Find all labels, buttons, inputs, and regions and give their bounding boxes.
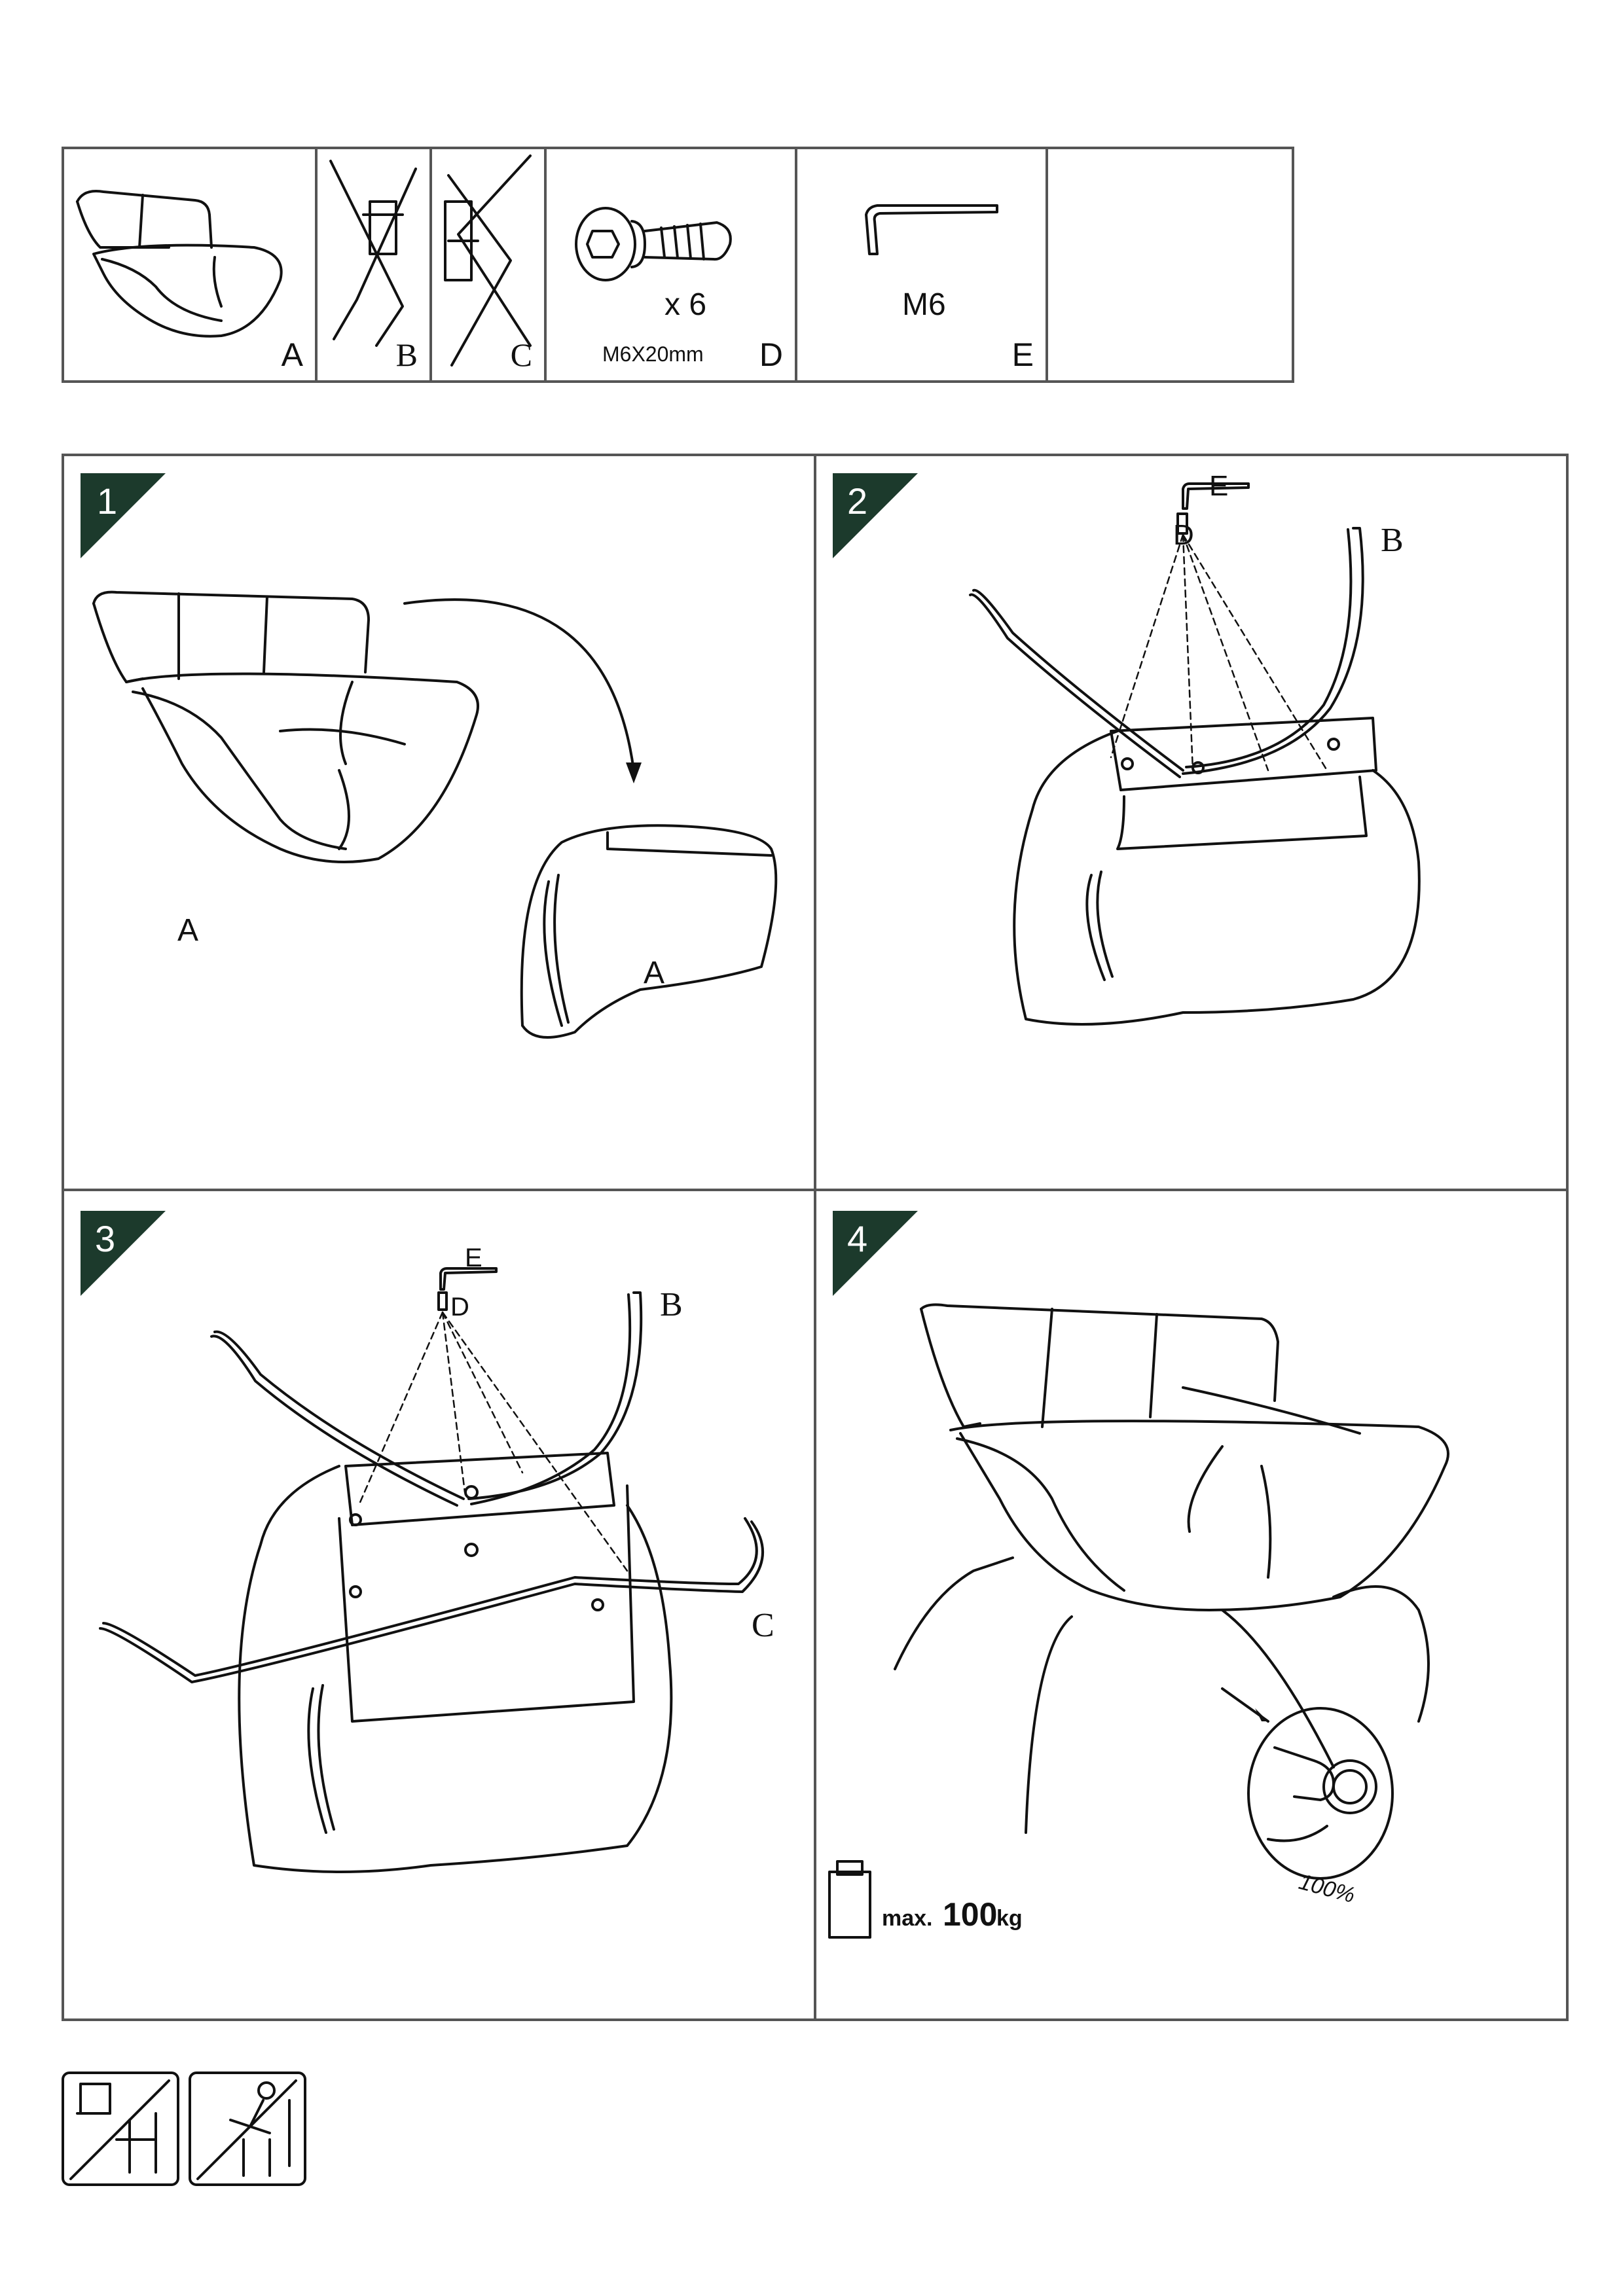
step-3-label-e: E xyxy=(465,1244,482,1272)
max-weight-value: 100 xyxy=(943,1896,997,1933)
step-1-badge xyxy=(81,473,166,558)
allen-key-icon xyxy=(865,204,998,255)
leg-frame-c-icon xyxy=(444,154,532,367)
empty-part-cell xyxy=(1048,149,1292,380)
step-1-label-a-flipped: A xyxy=(644,956,664,990)
chair-seat-icon xyxy=(76,190,283,338)
part-d-cell: x 6 M6X20mm D xyxy=(547,149,797,380)
step-3-label-d: D xyxy=(450,1293,469,1321)
max-weight-unit: kg xyxy=(996,1906,1023,1931)
step-4-number: 4 xyxy=(847,1218,868,1259)
step-1-label-a-upright: A xyxy=(177,913,198,948)
step-3-label-c: C xyxy=(752,1607,774,1644)
step-3-illustration: D E B C xyxy=(99,1244,774,1873)
step-2-label-e: E xyxy=(1209,470,1228,502)
bolt-size: M6X20mm xyxy=(602,342,704,366)
allen-key-size: M6 xyxy=(902,287,946,322)
no-standing-on-chair-icon xyxy=(62,2072,179,2186)
part-c-label: C xyxy=(510,336,532,373)
step-3-badge xyxy=(81,1211,166,1296)
part-e-cell: M6 E xyxy=(797,149,1048,380)
part-a-label: A xyxy=(281,336,303,373)
step-1-number: 1 xyxy=(97,480,118,522)
step-2-label-d: D xyxy=(1173,519,1194,551)
step-2-illustration: D E B xyxy=(969,470,1421,1026)
grid-divider-vertical xyxy=(814,454,816,2021)
grid-divider-horizontal xyxy=(62,1189,1569,1191)
step-4-tighten-label: 100% xyxy=(1296,1869,1358,1908)
part-a-cell: A xyxy=(64,149,318,380)
part-b-cell: B xyxy=(318,149,432,380)
step-2-number: 2 xyxy=(847,480,868,522)
bolt-quantity: x 6 xyxy=(664,287,707,322)
part-d-label: D xyxy=(759,336,783,373)
parts-list: A B C x 6 M6X20 xyxy=(62,147,1294,383)
bolt-icon xyxy=(575,207,732,281)
part-b-label: B xyxy=(395,336,418,373)
step-3-number: 3 xyxy=(95,1218,116,1259)
no-rocking-chair-icon xyxy=(189,2072,306,2186)
step-4-illustration: 100% max. 100 kg xyxy=(828,1303,1449,1939)
step-2-badge xyxy=(833,473,918,558)
leg-frame-b-icon xyxy=(329,160,417,347)
step-2-label-b: B xyxy=(1381,522,1404,559)
max-weight-prefix: max. xyxy=(882,1906,933,1931)
step-3-label-b: B xyxy=(660,1286,683,1323)
part-e-label: E xyxy=(1011,336,1034,373)
step-4-badge xyxy=(833,1211,918,1296)
part-c-cell: C xyxy=(432,149,547,380)
step-1-illustration: A A xyxy=(92,590,778,1039)
